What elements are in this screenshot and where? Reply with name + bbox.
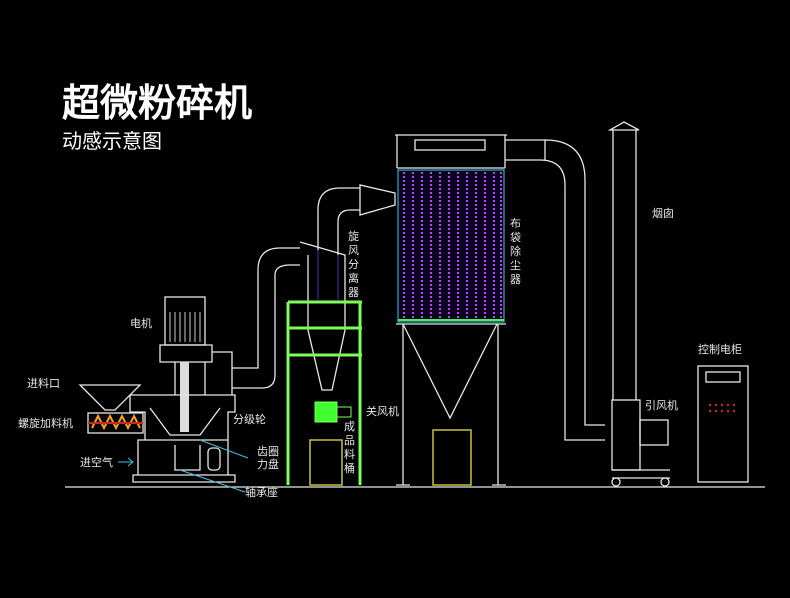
chimney-label: 烟囱 — [652, 206, 674, 220]
svg-text:品: 品 — [344, 434, 355, 447]
fan-label: 引风机 — [645, 398, 678, 412]
bag-filter — [395, 134, 507, 486]
classifier-label: 分级轮 — [233, 412, 266, 426]
cyclone-label: 旋 风 分 离 器 — [348, 229, 359, 299]
bearing-seat-label: 轴承座 — [245, 485, 278, 499]
page-title: 超微粉碎机 — [62, 81, 252, 125]
chimney — [607, 121, 640, 400]
svg-text:离: 离 — [348, 271, 359, 285]
svg-text:风: 风 — [348, 244, 359, 257]
svg-text:成: 成 — [344, 420, 355, 433]
svg-text:尘: 尘 — [510, 259, 521, 272]
baghouse-label: 布 袋 除 尘 器 — [510, 217, 521, 286]
svg-text:旋: 旋 — [348, 229, 359, 243]
induced-fan — [611, 399, 670, 487]
svg-text:器: 器 — [510, 273, 521, 286]
screw-feeder-label: 螺旋加料机 — [18, 416, 73, 430]
duct-baghouse-fan — [505, 139, 605, 441]
product-bin-label: 成 品 料 桶 — [344, 420, 355, 475]
gear-ring-label: 齿圈 — [257, 445, 279, 458]
grinding-mill — [78, 296, 249, 493]
svg-text:分: 分 — [348, 258, 359, 271]
airlock-label: 关风机 — [366, 404, 399, 418]
feed-hopper — [78, 384, 142, 411]
svg-text:料: 料 — [344, 447, 355, 461]
air-inlet-arrow — [118, 457, 134, 467]
cyclone-separator — [286, 184, 396, 486]
svg-text:布: 布 — [510, 217, 521, 230]
inlet-label: 进料口 — [27, 376, 60, 390]
force-plate-label: 力盘 — [257, 457, 279, 471]
page-subtitle: 动感示意图 — [62, 129, 162, 153]
control-cabinet-label: 控制电柜 — [698, 342, 742, 356]
svg-text:器: 器 — [348, 286, 359, 299]
svg-text:除: 除 — [510, 244, 521, 258]
svg-text:桶: 桶 — [344, 461, 355, 475]
airlock-valve — [314, 401, 338, 423]
duct-mill-cyclone — [232, 247, 300, 389]
product-bin — [309, 439, 343, 486]
air-inlet-label: 进空气 — [80, 455, 113, 469]
svg-text:袋: 袋 — [510, 230, 521, 244]
motor-label: 电机 — [130, 316, 152, 330]
control-cabinet — [697, 365, 749, 483]
